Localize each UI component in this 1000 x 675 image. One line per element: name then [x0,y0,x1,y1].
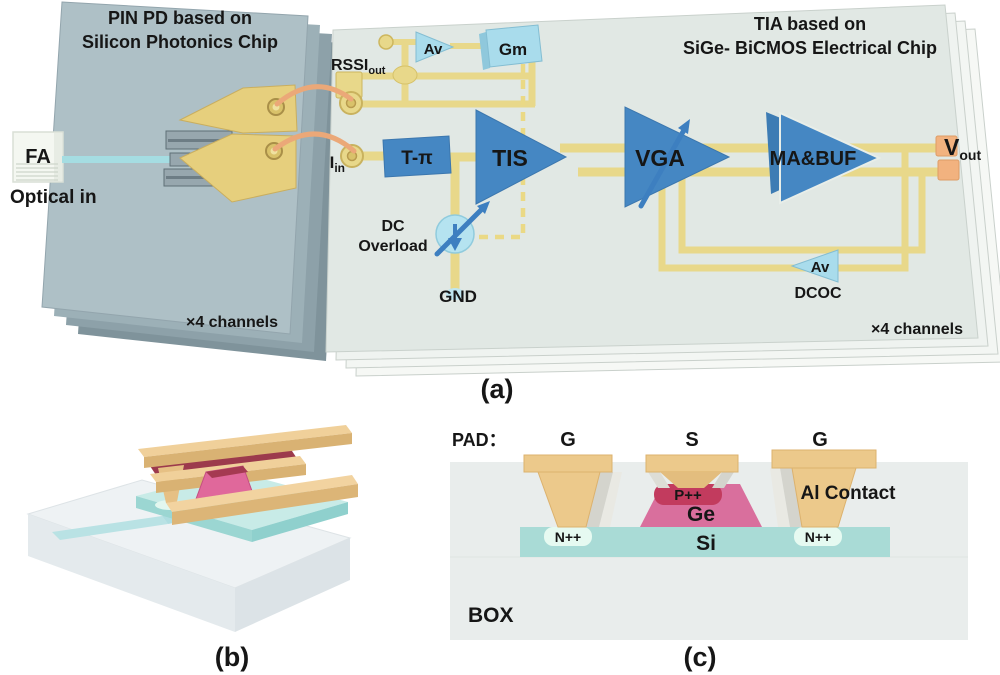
gate-pad-left [523,454,613,528]
trace-feedback-inner [678,172,926,254]
tpi-label: T-π [401,148,433,169]
wire-bond-upper [274,84,354,107]
vout-pad-lower [937,159,960,181]
av-dcoc-label: Av [811,259,830,276]
p-plus-region [654,484,722,505]
panel-c-cross-section: PAD： G S G Al Contact P++ Ge Si N++ N++ … [450,429,968,672]
vga-amp [624,106,731,208]
tia-channels-label: ×4 channels [871,321,963,338]
panel-a-label: (a) [481,374,514,404]
optical-in-label: Optical in [10,187,97,208]
oxide-spacers [586,468,802,527]
pd-bond-pads [178,84,298,203]
waveguide [62,156,170,163]
panel-b-3d-render: (b) [26,425,358,672]
rssi-label: RSSIout [331,57,386,77]
vout-label: Vout [944,134,981,163]
vout-pad-upper [935,135,958,157]
av-dcoc-amp [790,249,839,283]
substrate [26,479,352,632]
wire-bonds [272,84,357,154]
iin-bond-pad [340,144,364,168]
gm-label: Gm [499,40,527,59]
pd-channels-label: ×4 channels [186,314,278,331]
dcoc-label: DCOC [794,285,842,302]
vga-gain-arrow [638,119,690,209]
pd-chip-face [41,1,309,335]
box-label: BOX [468,604,514,627]
tia-chip-title-line1: TIA based on [754,14,866,34]
ge-label: Ge [687,503,715,526]
pd-chip-title-line1: PIN PD based on [108,8,252,28]
gnd-label: GND [439,287,477,306]
trace-bridge-hump [392,65,418,85]
waveguide-arm [52,516,168,540]
pd-chip: PIN PD based on Silicon Photonics Chip F… [10,1,344,361]
vga-label: VGA [635,145,685,171]
pd-pad-upper [178,84,298,134]
fiber-lines [16,163,58,181]
al-contact-label: Al Contact [801,483,897,504]
trace-feedback-outer [658,150,909,272]
panel-a-system-diagram: PIN PD based on Silicon Photonics Chip F… [10,1,1000,404]
mabuf-label: MA&BUF [770,148,857,170]
fiber-array: FA [12,131,64,183]
p-plus-label: P++ [674,487,702,504]
fa-label: FA [25,146,51,168]
pad-heading: PAD： [452,430,507,450]
panel-b-label: (b) [215,642,249,672]
signal-pad [645,454,739,488]
av-rssi-label: Av [424,41,443,58]
n-plus-right-region [794,527,842,546]
ge-dark-slice [150,448,296,475]
wire-bond-lower [272,131,357,154]
pd-bar-slot [168,139,228,142]
dc-overload-adjust-arrow [434,207,484,257]
fiber-array-ridge [54,133,62,181]
tis-amp [475,109,568,205]
dc-overload-adjust-arrowhead [477,201,490,214]
mabuf-amp [766,111,882,205]
pd-bar-slot [166,176,218,179]
si-label: Si [696,532,716,555]
tia-chip-title-line2: SiGe- BiCMOS Electrical Chip [683,38,937,58]
gnd-pad [446,288,464,300]
top-circle-pad [378,34,394,50]
tis-label: TIS [492,145,528,171]
gate-right-label: G [812,429,828,451]
gate-pad-right [771,449,877,528]
n-plus-left-label: N++ [555,529,581,545]
dc-overload-label-line1: DC [381,218,405,235]
n-plus-left-region [544,527,592,546]
dc-overload-source [434,201,490,257]
tia-chip: TIA based on SiGe- BiCMOS Electrical Chi… [325,4,1000,377]
tpi-block [382,135,452,178]
n-plus-right-label: N++ [805,529,831,545]
av-rssi-amp [415,31,455,63]
metal-contact-front [166,475,358,525]
pd-chip-title-line2: Silicon Photonics Chip [82,32,278,52]
panel-c-label: (c) [684,642,717,672]
signal-label: S [685,429,698,451]
iin-label: Iin [330,153,345,175]
gm-block [479,24,543,70]
gate-left-label: G [560,429,576,451]
ge-mesa [195,465,253,500]
dc-overload-label-line2: Overload [358,238,427,255]
